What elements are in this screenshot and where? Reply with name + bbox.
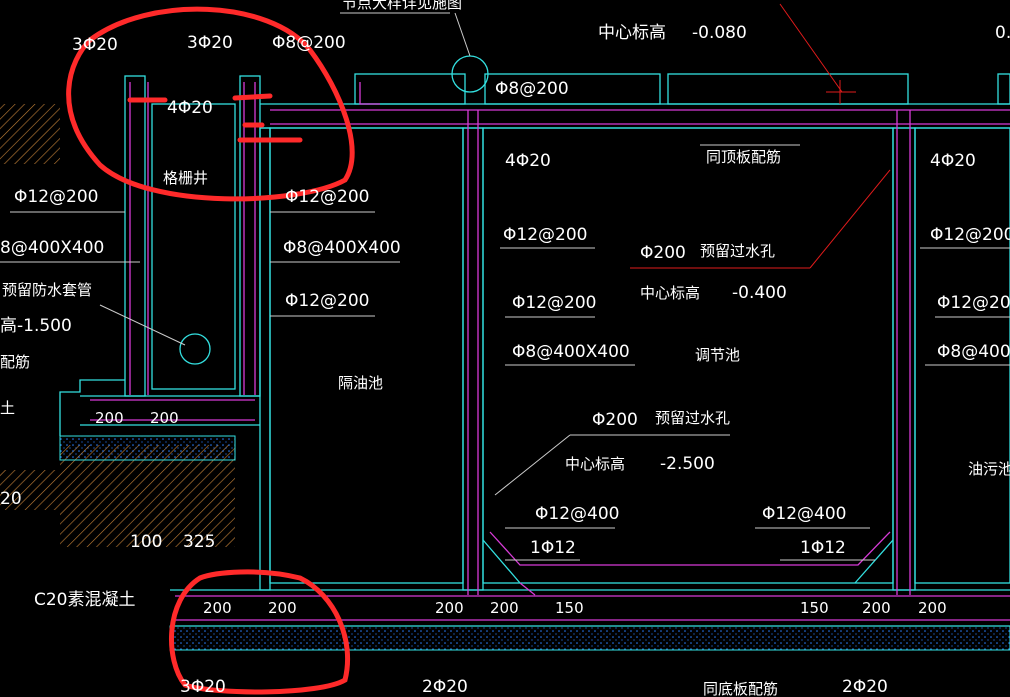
label-gezhajing: 格栅井 <box>163 169 208 187</box>
label-phi8-400-a: 8@400X400 <box>0 238 104 258</box>
label-bottom-3phi20: 3Φ20 <box>180 677 226 697</box>
label-yuliu-a: 预留过水孔 <box>700 242 775 260</box>
label-dim-200-f: 200 <box>490 599 519 617</box>
label-phi8-400-c: Φ8@400X400 <box>512 342 630 362</box>
label-4phi20-c: 4Φ20 <box>930 151 976 171</box>
label-peijin-left: 配筋 <box>0 353 30 371</box>
label-3phi20-b: 3Φ20 <box>187 33 233 53</box>
markup-dash-b <box>232 93 273 101</box>
label-yuliu-fangshui: 预留防水套管 <box>2 281 92 299</box>
label-phi12-200-f: Φ12@200 <box>512 293 596 313</box>
label-3phi20-a: 3Φ20 <box>72 35 118 55</box>
label-dim-200-c: 200 <box>203 599 232 617</box>
label-center-elev-low-val: -2.500 <box>660 454 715 474</box>
markup-circle-bottom <box>169 569 351 695</box>
leader-lines-white <box>0 12 1010 561</box>
label-phi12-200-g: Φ12@200 <box>937 293 1010 313</box>
label-dim-200-h: 200 <box>918 599 947 617</box>
label-1phi12-b: 1Φ12 <box>800 538 846 558</box>
label-c20: C20素混凝土 <box>34 590 136 610</box>
label-4phi20-a: 4Φ20 <box>167 98 213 118</box>
label-4phi20-b: 4Φ20 <box>505 151 551 171</box>
label-tongdingban: 同顶板配筋 <box>706 148 781 166</box>
label-center-elev-mid-val: -0.400 <box>732 283 787 303</box>
label-num-20: 20 <box>0 489 22 509</box>
wall-outlines <box>59 55 1010 627</box>
label-dim-325: 325 <box>183 532 215 552</box>
label-phi12-200-e: Φ12@200 <box>285 291 369 311</box>
label-bottom-2phi20-a: 2Φ20 <box>422 677 468 697</box>
label-tongdiban: 同底板配筋 <box>703 680 778 697</box>
label-geyouchi: 隔油池 <box>338 374 383 392</box>
label-node-detail: 节点大样详见施图 <box>342 0 462 12</box>
markup-annotations <box>66 6 355 695</box>
label-center-elev-top-val: -0.080 <box>692 23 747 43</box>
label-phi200-a: Φ200 <box>640 243 686 263</box>
label-phi12-400-a: Φ12@400 <box>535 504 619 524</box>
label-phi12-200-a: Φ12@200 <box>14 187 98 207</box>
soil-hatch <box>0 104 235 547</box>
label-center-elev-low: 中心标高 <box>565 455 625 473</box>
label-dim-200-b: 200 <box>150 409 179 427</box>
label-center-elev-top: 中心标高 <box>598 23 666 43</box>
concrete-cushion <box>59 435 1010 651</box>
label-1phi12-a: 1Φ12 <box>530 538 576 558</box>
label-yuliu-b: 预留过水孔 <box>655 409 730 427</box>
label-tiaojiechi: 调节池 <box>695 346 740 364</box>
label-phi8-200-b: Φ8@200 <box>495 79 569 99</box>
label-dim-150-b: 150 <box>800 599 829 617</box>
label-dim-150-a: 150 <box>555 599 584 617</box>
label-dim-200-e: 200 <box>435 599 464 617</box>
label-bottom-2phi20-b: 2Φ20 <box>842 677 888 697</box>
label-phi12-200-b: Φ12@200 <box>285 187 369 207</box>
leader-lines <box>630 3 891 269</box>
label-dim-200-d: 200 <box>268 599 297 617</box>
label-tu-left: 土 <box>0 399 15 417</box>
label-phi200-b: Φ200 <box>592 410 638 430</box>
label-elev-1500: 高-1.500 <box>0 316 72 336</box>
label-dim-200-a: 200 <box>95 409 124 427</box>
markup-circle-top <box>66 6 355 202</box>
label-center-elev-mid: 中心标高 <box>640 284 700 302</box>
label-dim-100: 100 <box>130 532 162 552</box>
label-phi12-200-d: Φ12@200 <box>930 225 1010 245</box>
label-partial-zero: 0. <box>995 23 1010 43</box>
label-dim-200-g: 200 <box>862 599 891 617</box>
label-wushuichi: 油污池 <box>968 460 1010 478</box>
label-phi12-200-c: Φ12@200 <box>503 225 587 245</box>
label-phi12-400-b: Φ12@400 <box>762 504 846 524</box>
label-phi8-400-b: Φ8@400X400 <box>283 238 401 258</box>
rebar-lines <box>90 82 1010 621</box>
label-phi8-400-d: Φ8@400 <box>937 342 1010 362</box>
label-phi8-200-a: Φ8@200 <box>272 33 346 53</box>
